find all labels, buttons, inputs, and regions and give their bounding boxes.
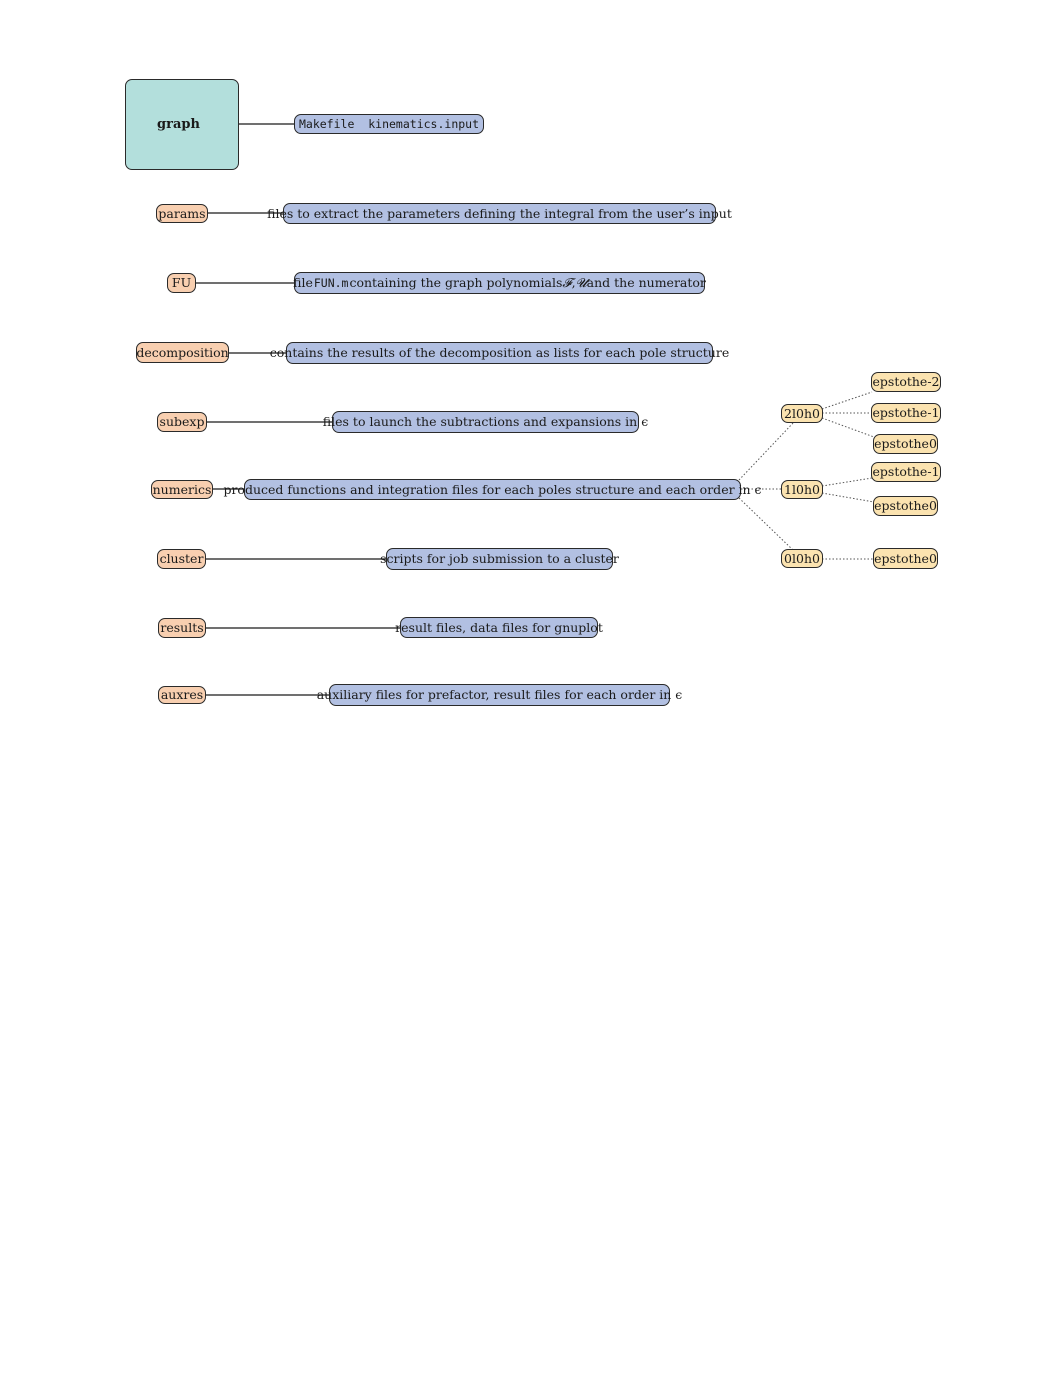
root-label: graph <box>157 116 200 132</box>
root-node-graph: graph <box>125 79 239 170</box>
desc-node-params: files to extract the parameters defining… <box>267 203 732 224</box>
pole-node-1l0h0: 1l0h0 <box>781 480 823 499</box>
desc-node-cluster: scripts for job submission to a cluster <box>380 548 619 570</box>
connector-2l0h0-c2 <box>821 417 875 438</box>
order-node-0l0h0-0: epstothe0 <box>873 548 938 569</box>
dir-node-params: params <box>156 204 208 223</box>
root-file-makefile: Makefile <box>298 117 355 131</box>
root-files: Makefile kinematics.input <box>294 114 484 134</box>
desc-node-results: result files, data files for gnuplot <box>395 617 603 638</box>
desc-node-numerics: produced functions and integration files… <box>223 479 762 500</box>
pole-node-0l0h0: 0l0h0 <box>781 549 823 568</box>
dir-node-subexp: subexp <box>157 412 207 432</box>
dir-node-numerics: numerics <box>151 480 213 499</box>
symbol-F: 𝓕 <box>562 275 572 290</box>
code-fun-m: FUN.m <box>313 276 349 290</box>
connector-1l0h0-c1 <box>821 492 875 503</box>
desc-node-auxres: auxiliary files for prefactor, result fi… <box>317 684 682 706</box>
order-node-2l0h0-0: epstothe-2 <box>871 372 941 392</box>
connector-2l0h0-c0 <box>821 391 873 410</box>
desc-node-FU: file FUN.m containing the graph polynomi… <box>293 272 706 294</box>
dir-node-results: results <box>158 618 206 638</box>
order-node-2l0h0-2: epstothe0 <box>873 434 938 454</box>
dir-node-cluster: cluster <box>157 549 206 569</box>
dir-node-auxres: auxres <box>158 686 206 704</box>
desc-node-decomposition: contains the results of the decompositio… <box>270 342 729 364</box>
connector-1l0h0-c0 <box>821 477 873 487</box>
desc-node-subexp: files to launch the subtractions and exp… <box>323 411 648 433</box>
order-node-1l0h0-0: epstothe-1 <box>871 462 941 482</box>
connector-numerics-2l0h0 <box>738 421 795 481</box>
order-node-1l0h0-1: epstothe0 <box>873 496 938 516</box>
dir-node-FU: FU <box>167 273 196 293</box>
order-node-2l0h0-1: epstothe-1 <box>871 403 941 423</box>
root-file-kinematics: kinematics.input <box>368 117 480 131</box>
pole-node-2l0h0: 2l0h0 <box>781 404 823 423</box>
symbol-U: 𝓤 <box>575 275 587 290</box>
connector-numerics-0l0h0 <box>738 497 795 552</box>
dir-node-decomposition: decomposition <box>136 342 229 363</box>
